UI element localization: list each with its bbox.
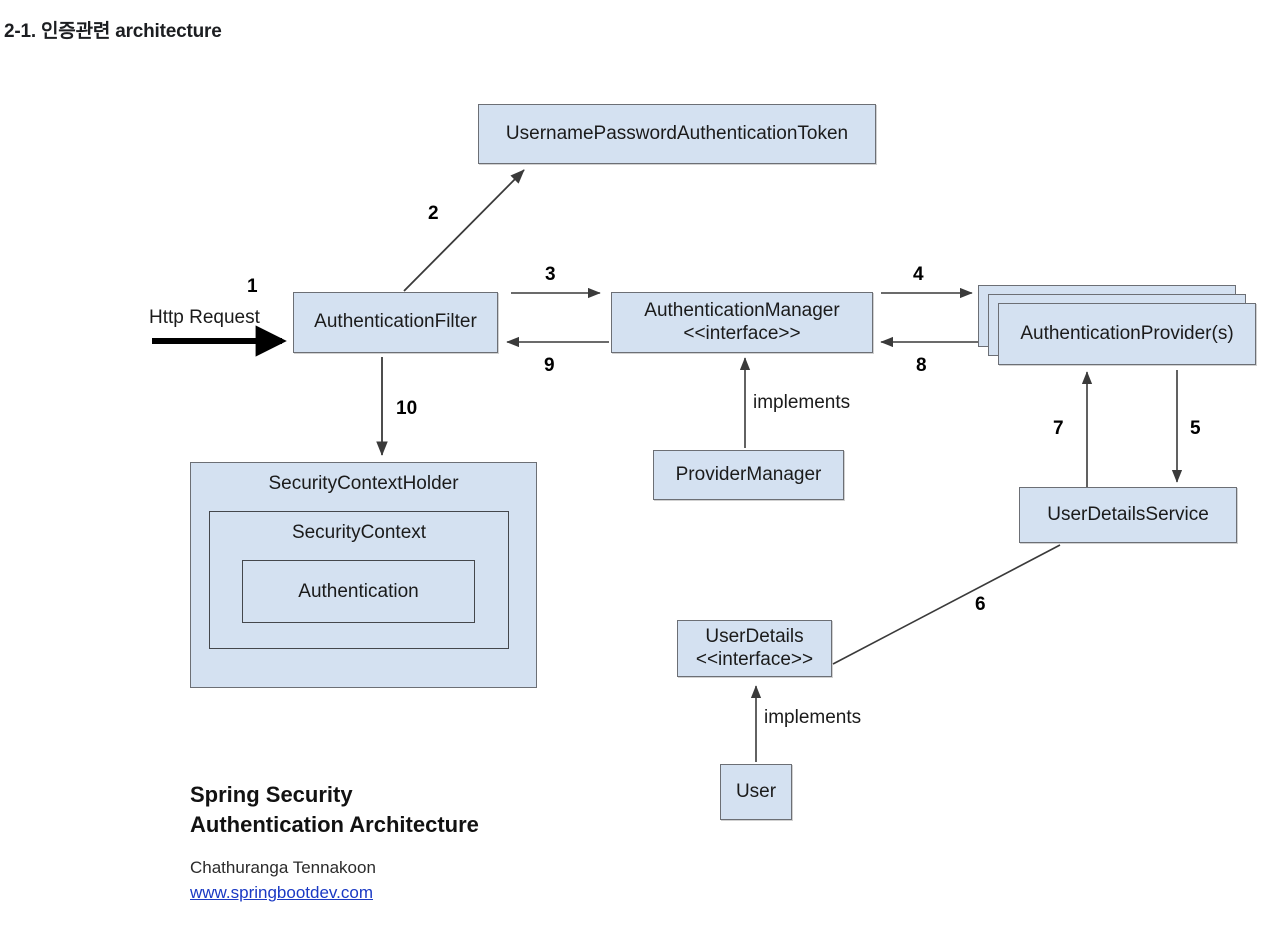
authentication-manager-stereotype: <<interface>>	[683, 322, 801, 344]
user-details-name: UserDetails	[705, 626, 804, 648]
authentication-manager-name: AuthenticationManager	[644, 300, 840, 322]
label-implements-user: implements	[764, 707, 862, 728]
step-number-3: 3	[545, 264, 556, 285]
arrow-2	[403, 169, 525, 292]
box-authentication-provider-stack[interactable]: AuthenticationProvider(s)	[978, 285, 1258, 370]
box-security-context-holder[interactable]: SecurityContextHolder SecurityContext Au…	[190, 462, 537, 688]
label-http-request: Http Request	[149, 307, 260, 328]
box-authentication-manager[interactable]: AuthenticationManager <<interface>>	[611, 292, 873, 353]
step-number-7: 7	[1053, 418, 1064, 439]
label-implements-provider-manager: implements	[753, 392, 851, 413]
user-details-stereotype: <<interface>>	[695, 648, 814, 670]
security-context-holder-label: SecurityContextHolder	[268, 473, 459, 494]
box-security-context[interactable]: SecurityContext Authentication	[209, 511, 509, 649]
page-title: 2-1. 인증관련 architecture	[4, 21, 222, 42]
step-number-2: 2	[428, 203, 439, 224]
step-number-9: 9	[544, 355, 555, 376]
step-number-6: 6	[975, 594, 986, 615]
provider-stack-front-layer[interactable]: AuthenticationProvider(s)	[998, 303, 1256, 365]
step-number-5: 5	[1190, 418, 1201, 439]
box-username-password-authentication-token[interactable]: UsernamePasswordAuthenticationToken	[478, 104, 876, 164]
diagram-caption-author: Chathuranga Tennakoon	[190, 858, 376, 877]
box-provider-manager[interactable]: ProviderManager	[653, 450, 844, 500]
security-context-label: SecurityContext	[291, 522, 427, 543]
step-number-1: 1	[247, 276, 258, 297]
box-authentication-filter[interactable]: AuthenticationFilter	[293, 292, 498, 353]
step-number-8: 8	[916, 355, 927, 376]
box-user[interactable]: User	[720, 764, 792, 820]
diagram-caption-link[interactable]: www.springbootdev.com	[190, 883, 373, 902]
line-6	[832, 544, 1061, 665]
step-number-4: 4	[913, 264, 924, 285]
authentication-provider-label: AuthenticationProvider(s)	[1020, 323, 1234, 344]
step-number-10: 10	[396, 398, 418, 419]
box-user-details-service[interactable]: UserDetailsService	[1019, 487, 1237, 543]
box-authentication[interactable]: Authentication	[242, 560, 475, 623]
box-user-details[interactable]: UserDetails <<interface>>	[677, 620, 832, 677]
diagram-caption-title: Spring Security Authentication Architect…	[190, 782, 479, 838]
authentication-label: Authentication	[298, 580, 419, 602]
